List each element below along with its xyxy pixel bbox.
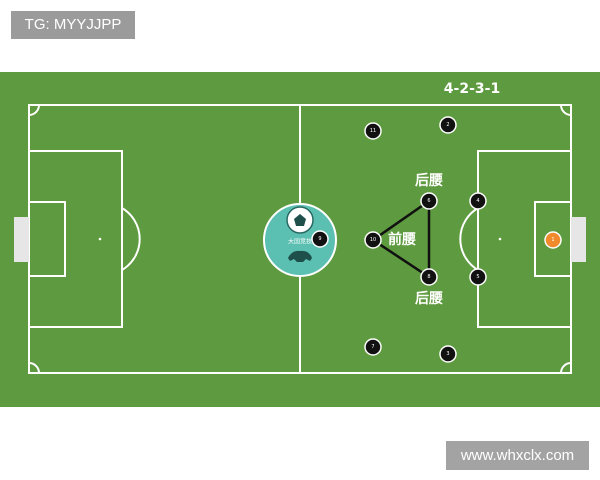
player-11: 11 <box>364 122 382 140</box>
svg-text:3: 3 <box>446 351 449 357</box>
label-top-back: 后腰 <box>415 172 443 189</box>
svg-text:4: 4 <box>476 198 479 204</box>
label-front: 前腰 <box>388 231 416 248</box>
svg-text:1: 1 <box>551 237 554 243</box>
svg-text:9: 9 <box>318 236 321 242</box>
right-goal <box>571 217 586 262</box>
corner-arc-bottom-right <box>560 362 572 374</box>
right-penalty-arc <box>459 207 479 271</box>
player-3: 3 <box>439 345 457 363</box>
svg-text:8: 8 <box>427 274 430 280</box>
player-7: 7 <box>364 338 382 356</box>
svg-text:10: 10 <box>370 237 376 243</box>
corner-arc-bottom-left <box>28 362 40 374</box>
corner-arc-top-left <box>28 104 40 116</box>
left-penalty-spot <box>98 237 102 241</box>
right-penalty-spot <box>498 237 502 241</box>
player-8: 8 <box>420 268 438 286</box>
formation-title: 4-2-3-1 <box>444 81 500 97</box>
logo-text: 大国竞技 <box>288 238 312 246</box>
player-9: 9 <box>311 230 329 248</box>
svg-text:5: 5 <box>476 274 479 280</box>
center-club-logo: 大国竞技 <box>263 203 337 277</box>
player-4: 4 <box>469 192 487 210</box>
svg-text:6: 6 <box>427 198 430 204</box>
player-10: 10 <box>364 231 382 249</box>
soccer-formation-diagram: 大国竞技 4-2-3-1 后腰 前腰 后腰 11 2 6 4 9 10 1 8 … <box>0 72 600 407</box>
player-2: 2 <box>439 116 457 134</box>
watermark-bottom: www.whxclx.com <box>446 441 589 470</box>
svg-text:2: 2 <box>446 122 449 128</box>
goalkeeper: 1 <box>544 231 562 249</box>
corner-arc-top-right <box>560 104 572 116</box>
left-penalty-arc <box>121 207 141 271</box>
player-6: 6 <box>420 192 438 210</box>
svg-text:7: 7 <box>371 344 374 350</box>
label-bottom-back: 后腰 <box>415 290 443 307</box>
lion-icon <box>288 250 312 262</box>
left-goal <box>14 217 29 262</box>
watermark-top: TG: MYYJJPP <box>11 11 135 39</box>
player-5: 5 <box>469 268 487 286</box>
svg-text:11: 11 <box>370 128 376 134</box>
midfield-triangle <box>370 198 431 280</box>
